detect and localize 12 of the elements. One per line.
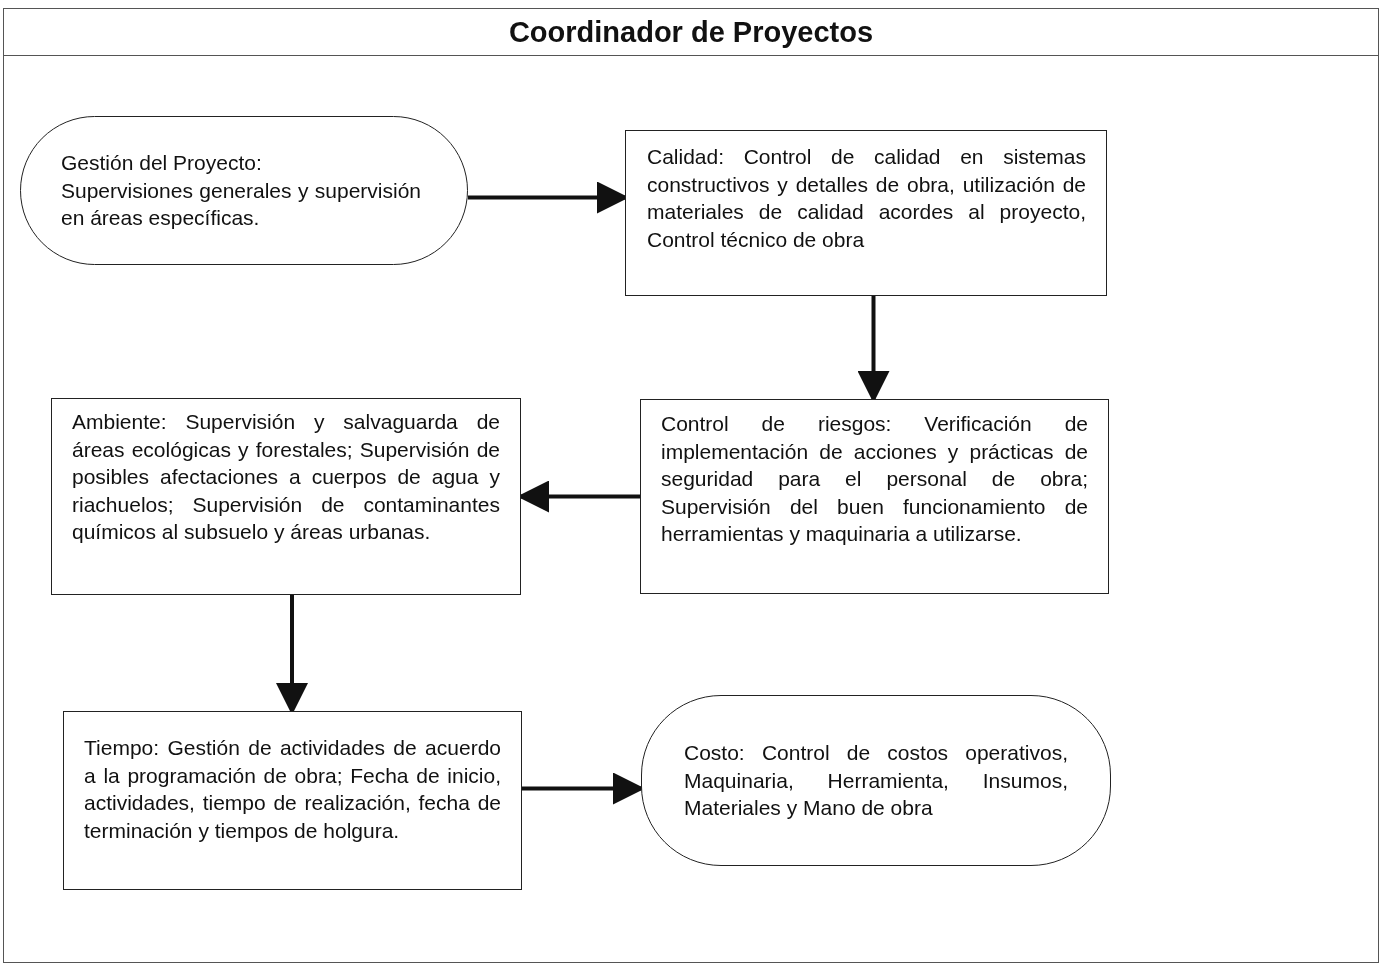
process-box bbox=[625, 130, 1107, 296]
diagram-title: Coordinador de Proyectos bbox=[508, 15, 874, 49]
node-text: Costo: Control de costos operativos, Maquinaria, Herramienta, Insumos, Materiales y Mano de obra bbox=[684, 740, 1068, 822]
node-text: Calidad: Control de calidad en sistemas constructivos y detalles de obra, utilización de materiales de calidad acordes al proyecto, Control técnico de obra bbox=[647, 144, 1086, 253]
node-text: Control de riesgos: Verificación de implementación de acciones y prácticas de seguridad para el personal de obra; Supervisión del buen funcionamiento de herramientas y maquinaria a utilizarse. bbox=[661, 411, 1088, 548]
node-text: Supervisiones generales y supervisión en áreas específicas. bbox=[61, 177, 421, 232]
node-text: Tiempo: Gestión de actividades de acuerdo a la programación de obra; Fecha de inicio, actividades, tiempo de realización, fecha de terminación y tiempos de holgura. bbox=[84, 735, 501, 844]
process-box bbox=[63, 711, 522, 890]
node-text: Gestión del Proyecto: bbox=[61, 150, 263, 177]
process-box bbox=[640, 399, 1109, 594]
process-box bbox=[51, 398, 521, 595]
node-text: Ambiente: Supervisión y salvaguarda de áreas ecológicas y forestales; Supervisión de posibles afectaciones a cuerpos de agua y riachuelos; Supervisión de contaminantes químicos al subsuelo y áreas urbanas. bbox=[72, 409, 500, 546]
